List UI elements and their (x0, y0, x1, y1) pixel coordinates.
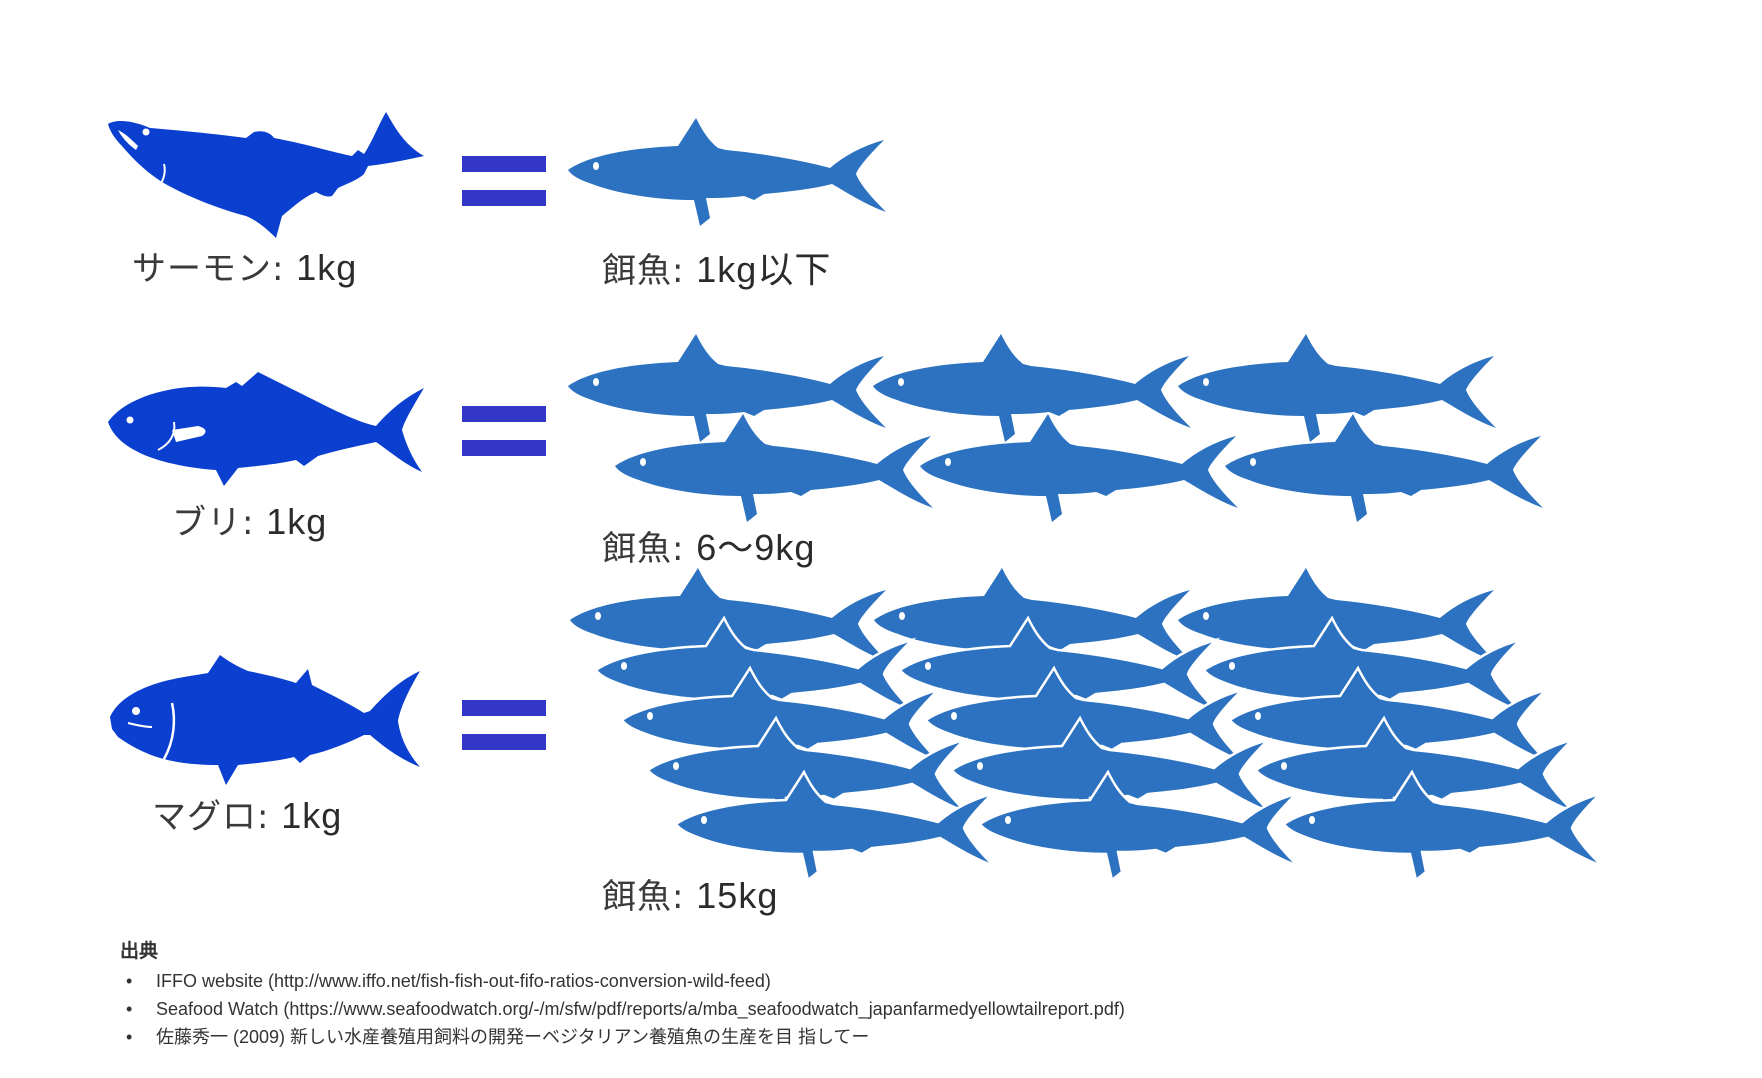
bait-label-1: 餌魚: 1kg以下 (602, 249, 832, 292)
farmed-fish-amount: 1kg (266, 501, 328, 542)
separator: : (272, 249, 285, 289)
sources-list: • IFFO website (http://www.iffo.net/fish-… (120, 967, 1125, 1051)
bait-amount: 6〜9kg (696, 527, 816, 568)
source-item: • Seafood Watch (https://www.seafoodwatch… (126, 995, 1125, 1023)
farmed-fish-amount: 1kg (296, 247, 358, 288)
equals-bar-bottom (462, 734, 546, 750)
salmon-icon (108, 112, 424, 238)
bait-fish-icon (568, 118, 886, 226)
bait-fish-icon (1282, 769, 1605, 883)
farmed-fish-name: マグロ (152, 797, 257, 837)
bait-fish-icon (873, 334, 1191, 442)
separator: : (672, 251, 685, 291)
bait-fish-icon (874, 568, 1192, 676)
bait-amount: 1kg以下 (696, 249, 832, 290)
equals-bar-bottom (462, 440, 546, 456)
bait-label-3: 餌魚: 15kg (602, 875, 779, 918)
equals-bar-top (462, 406, 546, 422)
bait-label-2: 餌魚: 6〜9kg (602, 527, 816, 570)
source-text: 佐藤秀一 (2009) 新しい水産養殖用飼料の開発ーベジタリアン養殖魚の生産を目… (156, 1027, 870, 1047)
bait-name: 餌魚 (602, 877, 672, 917)
sources-title: 出典 (120, 941, 159, 962)
bait-fish-icon (978, 769, 1301, 883)
equals-bar-bottom (462, 190, 546, 206)
source-item: • IFFO website (http://www.iffo.net/fish-… (126, 967, 1125, 995)
source-text: IFFO website (http://www.iffo.net/fish-f… (156, 971, 771, 991)
bait-fish-icon (1178, 334, 1496, 442)
farmed-fish-name: ブリ (172, 503, 242, 543)
salmon-label: サーモン: 1kg (132, 247, 358, 290)
bait-fish-icon (646, 715, 969, 829)
bait-fish-icon (1225, 414, 1543, 522)
bait-name: 餌魚 (602, 529, 672, 569)
separator: : (672, 877, 685, 917)
sources-section: 出典 • IFFO website (http://www.iffo.net/fi… (120, 936, 1125, 1051)
yellowtail-icon (108, 372, 424, 486)
bullet: • (126, 971, 133, 991)
yellowtail-label: ブリ: 1kg (172, 501, 328, 544)
bait-fish-icon (615, 414, 933, 522)
tuna-label: マグロ: 1kg (152, 795, 343, 838)
bait-name: 餌魚 (602, 251, 672, 291)
equals-bar-top (462, 156, 546, 172)
separator: : (242, 503, 255, 543)
source-text: Seafood Watch (https://www.seafoodwatch.… (156, 999, 1125, 1019)
bait-fish-icon (568, 334, 886, 442)
tuna-icon (110, 655, 420, 785)
equals-icon (462, 700, 546, 750)
farmed-fish-amount: 1kg (281, 795, 343, 836)
bullet: • (126, 999, 133, 1019)
bullet: • (126, 1027, 133, 1047)
source-item: • 佐藤秀一 (2009) 新しい水産養殖用飼料の開発ーベジタリアン養殖魚の生産を… (126, 1023, 1125, 1051)
bait-fish-icon (1254, 715, 1577, 829)
equals-bar-top (462, 700, 546, 716)
bait-fish-icon (950, 715, 1273, 829)
farmed-fish-name: サーモン (132, 249, 272, 289)
equals-icon (462, 406, 546, 456)
bait-fish-icon (920, 414, 1238, 522)
bait-amount: 15kg (696, 875, 779, 916)
separator: : (257, 797, 270, 837)
separator: : (672, 529, 685, 569)
bait-fish-icon (570, 568, 888, 676)
equals-icon (462, 156, 546, 206)
bait-fish-icon (1178, 568, 1496, 676)
bait-fish-icon (674, 769, 997, 883)
